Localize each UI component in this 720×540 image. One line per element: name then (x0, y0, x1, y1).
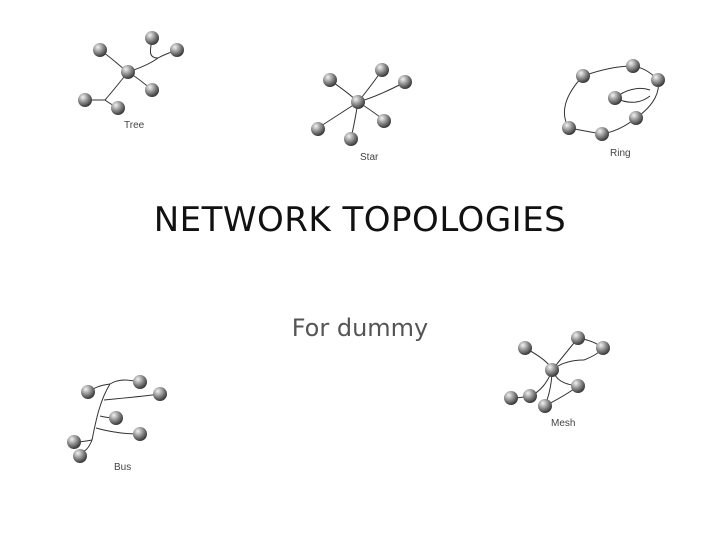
star-nodes (311, 63, 412, 146)
ring-nodes (562, 59, 665, 141)
tree-label: Tree (124, 120, 144, 131)
slide-title: NETWORK TOPOLOGIES (0, 200, 720, 240)
tree-nodes (78, 31, 184, 115)
ring-label: Ring (610, 148, 631, 159)
star-label: Star (360, 152, 378, 163)
bus-label: Bus (114, 462, 131, 473)
slide-subtitle: For dummy (0, 314, 720, 342)
mesh-label: Mesh (551, 418, 575, 429)
bus-nodes (67, 375, 167, 463)
mesh-nodes (504, 331, 610, 413)
